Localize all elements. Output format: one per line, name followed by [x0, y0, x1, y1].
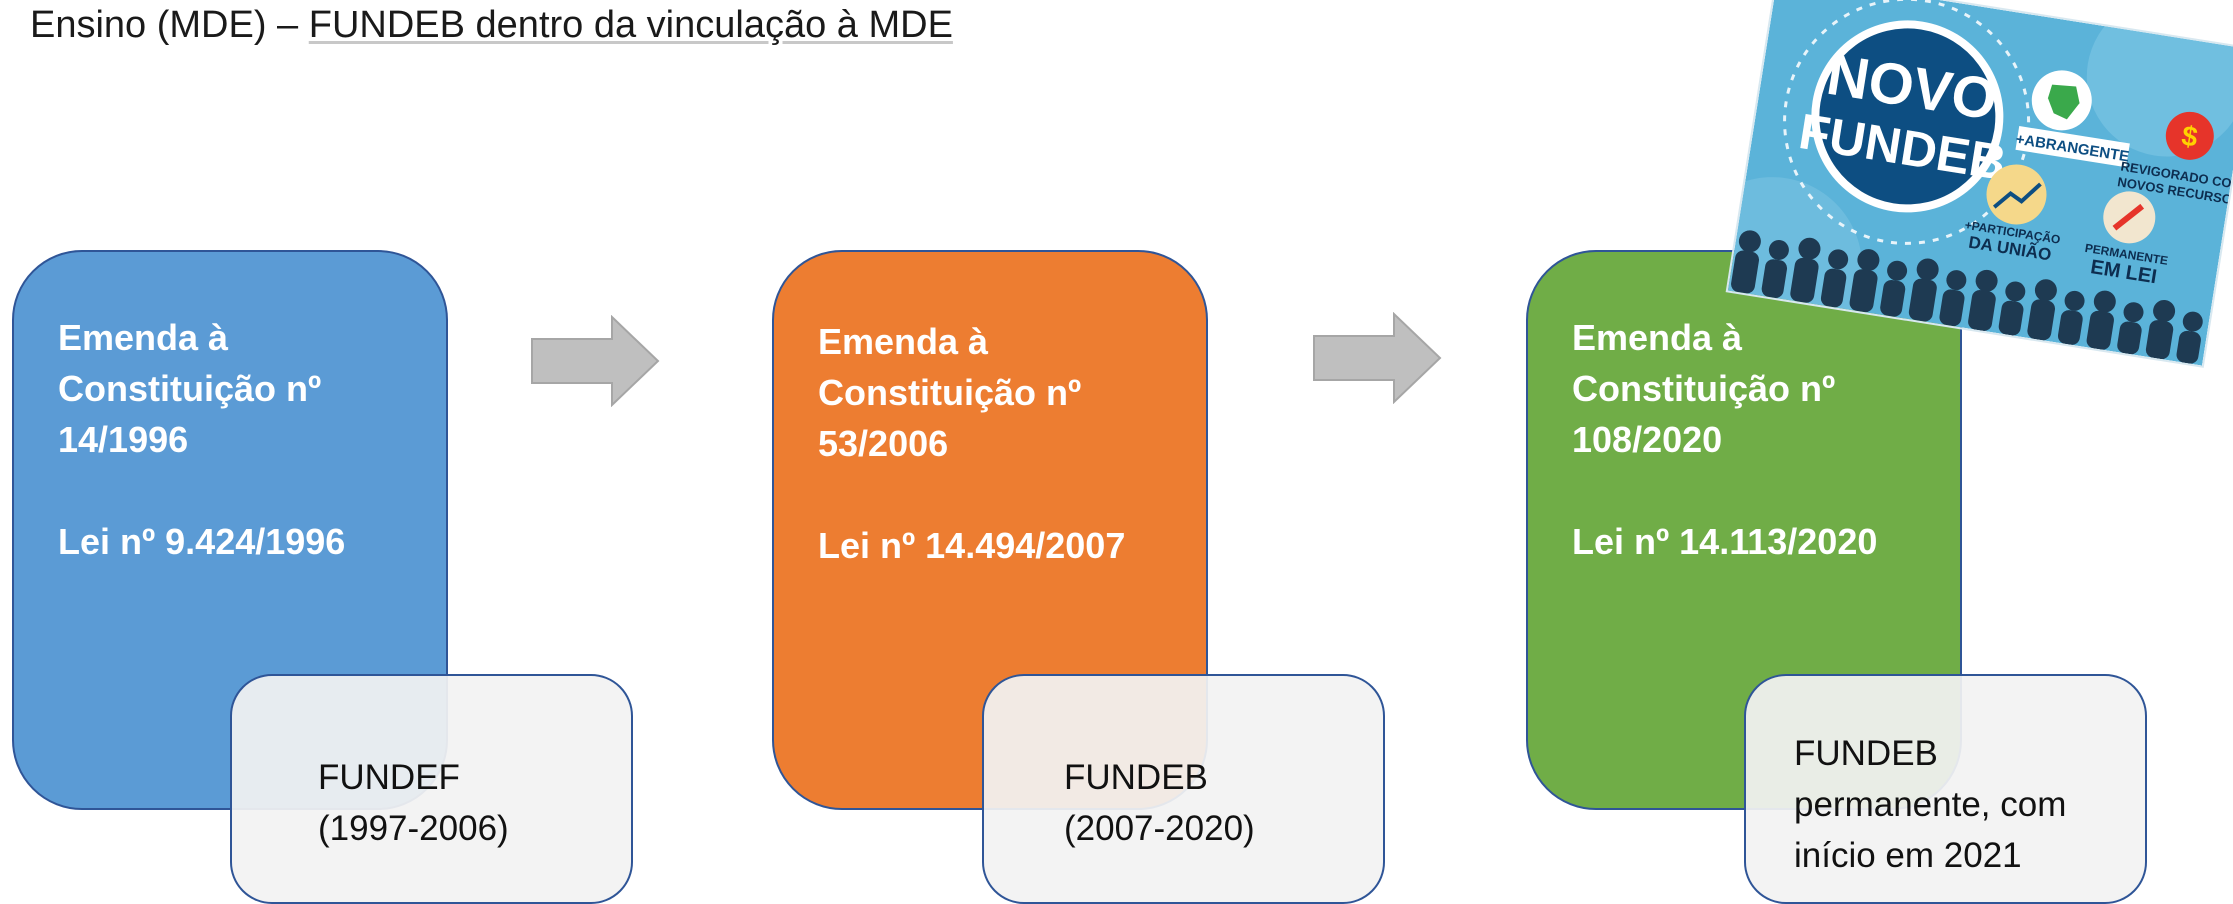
title-highlight: FUNDEB dentro da vinculação à MDE	[308, 4, 953, 46]
fund-desc: permanente, com	[1794, 785, 2067, 824]
dollar-symbol: $	[2180, 120, 2201, 153]
emenda-label: Emenda à	[1572, 317, 1743, 358]
fund-box-fundeb-permanente: FUNDEB permanente, com início em 2021	[1744, 674, 2147, 904]
emenda-label: Constituição nº	[58, 368, 322, 409]
fund-name: FUNDEB	[1064, 758, 1208, 797]
crowd-silhouettes-icon	[1731, 230, 2203, 364]
fund-period: (2007-2020)	[1064, 809, 1255, 848]
novo-fundeb-illustration: NOVO FUNDEB +ABRANGENTE $ REVIGORADO COM…	[1725, 0, 2233, 366]
lei-label: Lei nº 9.424/1996	[58, 521, 346, 562]
fund-box-fundef: FUNDEF (1997-2006)	[230, 674, 633, 904]
brazil-map-icon	[2031, 70, 2092, 131]
slide-title: Ensino (MDE) – FUNDEB dentro da vinculaç…	[30, 4, 953, 47]
emenda-label: Constituição nº	[818, 372, 1082, 413]
novo-fundeb-image: NOVO FUNDEB +ABRANGENTE $ REVIGORADO COM…	[1725, 0, 2233, 368]
title-prefix: Ensino (MDE) –	[30, 4, 309, 46]
emenda-number: 108/2020	[1572, 419, 1723, 460]
right-arrow-icon	[531, 315, 660, 407]
lei-label: Lei nº 14.113/2020	[1572, 521, 1878, 562]
emenda-number: 14/1996	[58, 419, 189, 460]
dollar-icon: $	[2165, 111, 2214, 160]
stage-card-ec14: Emenda à Constituição nº 14/1996 Lei nº …	[12, 250, 448, 810]
lei-label: Lei nº 14.494/2007	[818, 525, 1126, 566]
fund-name: FUNDEB	[1794, 734, 1938, 773]
fund-desc: início em 2021	[1794, 836, 2022, 875]
growth-chart-icon	[1986, 164, 2047, 225]
fund-box-fundeb: FUNDEB (2007-2020)	[982, 674, 1385, 904]
emenda-label: Emenda à	[58, 317, 229, 358]
right-arrow-icon	[1313, 312, 1442, 404]
fund-name: FUNDEF	[318, 758, 460, 797]
emenda-label: Constituição nº	[1572, 368, 1836, 409]
emenda-number: 53/2006	[818, 423, 949, 464]
fund-period: (1997-2006)	[318, 809, 509, 848]
pen-icon	[2103, 191, 2156, 244]
emenda-label: Emenda à	[818, 321, 989, 362]
